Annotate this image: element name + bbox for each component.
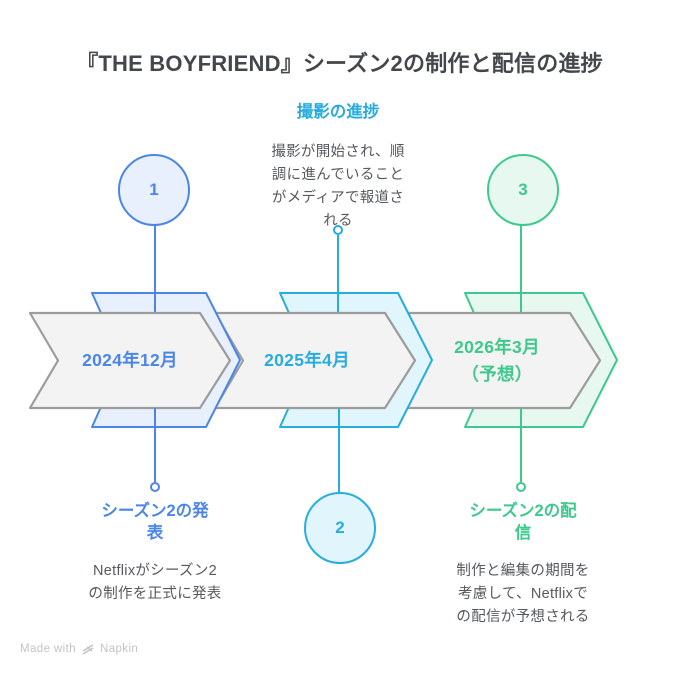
step1-chevron (28, 311, 232, 410)
step3-number-circle (487, 154, 559, 226)
made-with-label: Made with (20, 643, 77, 655)
step1-description: Netflixがシーズン2 の制作を正式に発表 (88, 563, 222, 602)
step3-number: 3 (518, 180, 528, 199)
step2-chevron (213, 311, 417, 410)
step1-number: 1 (149, 180, 159, 199)
step2-description: 撮影が開始され、順 調に進んでいること がメディアで報道さ れる (271, 144, 405, 229)
step2-heading: 撮影の進捗 (296, 103, 380, 121)
step2-connector-dot (333, 225, 343, 235)
step2-date-label: 2025年4月 (264, 350, 350, 370)
page-title: 『THE BOYFRIEND』シーズン2の制作と配信の進捗 (76, 51, 603, 76)
step3-description: 制作と編集の期間を 考慮して、Netflixで の配信が予想される (456, 563, 590, 625)
step3-connector-dot (516, 482, 526, 492)
napkin-logo-icon (82, 644, 94, 655)
step1-connector-dot (150, 482, 160, 492)
step3-heading: シーズン2の配 信 (469, 502, 577, 542)
step2-number-circle (304, 492, 376, 564)
step1-heading: シーズン2の発 表 (101, 502, 209, 542)
step1-date-label: 2024年12月 (82, 350, 178, 370)
napkin-brand-label: Napkin (100, 643, 139, 655)
step3-date-label: 2026年3月 （予想） (454, 337, 540, 384)
step1-number-circle (118, 154, 190, 226)
step2-number: 2 (335, 518, 345, 537)
made-with-napkin-credit: Made with Napkin (20, 642, 138, 656)
